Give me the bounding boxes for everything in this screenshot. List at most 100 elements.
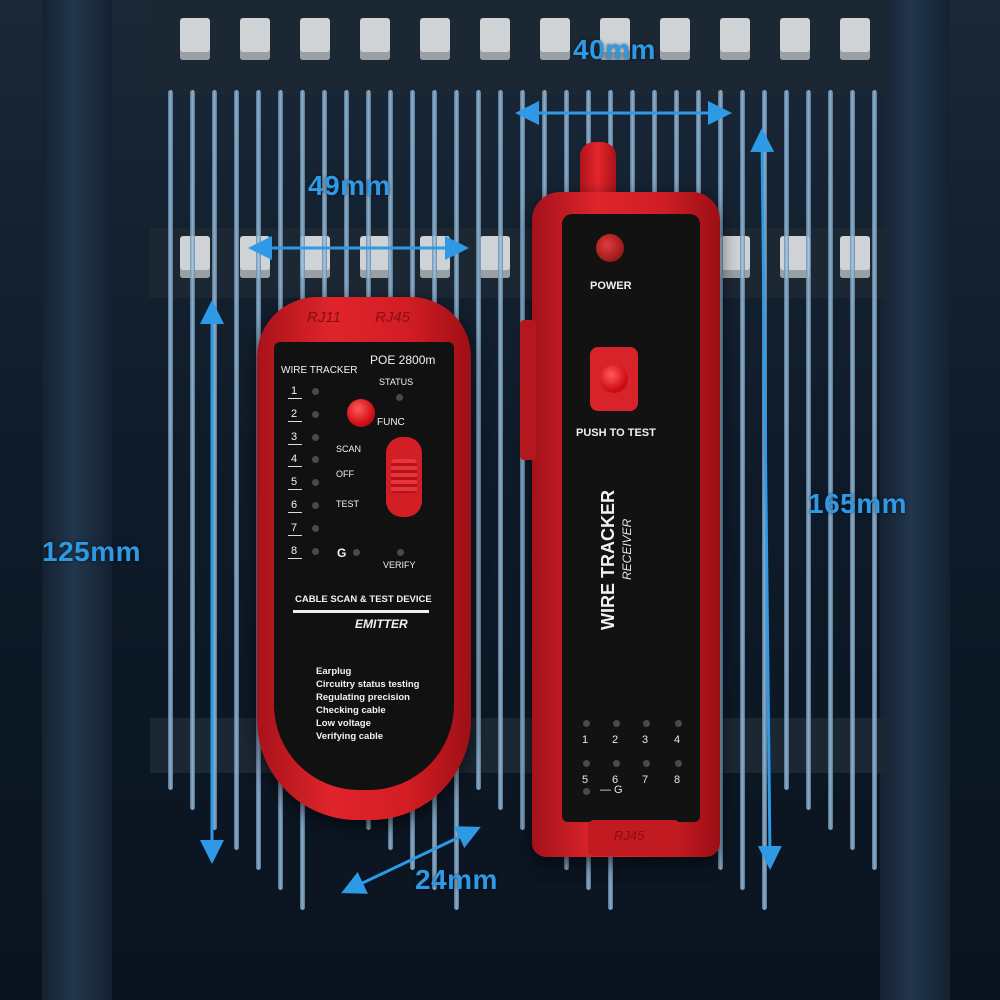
cable <box>168 90 173 790</box>
emitter-feature-item: Circuitry status testing <box>316 679 420 690</box>
emitter-channel-led <box>312 456 319 464</box>
emitter-feature-item: Low voltage <box>316 718 371 729</box>
patch-port <box>840 18 870 60</box>
push-to-test-button[interactable] <box>590 347 638 411</box>
arrow-depth <box>341 826 481 894</box>
cable <box>740 90 745 890</box>
receiver-channel-led <box>675 720 682 727</box>
status-led <box>396 394 403 401</box>
patch-port <box>480 18 510 60</box>
push-to-test-label: PUSH TO TEST <box>576 427 656 439</box>
switch-slider[interactable] <box>391 459 417 493</box>
dimension-width-emitter: 49mm <box>308 170 391 201</box>
emitter-divider <box>293 610 429 613</box>
receiver-rj45-port: RJ45 <box>588 820 680 856</box>
func-label: FUNC <box>377 417 405 428</box>
emitter-channel-number: 8 <box>291 544 298 557</box>
rack-post-left <box>42 0 112 1000</box>
emitter-channel-led <box>312 433 319 441</box>
emitter-channel-number: 1 <box>291 385 298 397</box>
cable <box>718 90 723 870</box>
receiver-ground-label: — G <box>600 784 623 796</box>
patch-port <box>240 18 270 60</box>
receiver-device: POWER PUSH TO TEST WIRE TRACKER RECEIVER… <box>520 142 720 862</box>
patch-port <box>540 18 570 60</box>
receiver-channel-led <box>613 720 620 727</box>
emitter-channel-led <box>312 479 319 487</box>
emitter-channel-underline <box>288 557 302 559</box>
receiver-channel-number: 8 <box>674 774 681 786</box>
power-led <box>596 234 624 262</box>
receiver-brand: WIRE TRACKER <box>598 490 618 630</box>
receiver-channel-number: 1 <box>582 734 589 746</box>
cable <box>828 90 833 830</box>
patch-port <box>180 236 210 278</box>
emitter-channel-underline <box>288 420 302 422</box>
cable <box>806 90 811 810</box>
rj11-port-label: RJ11 <box>307 309 341 326</box>
cable <box>872 90 877 870</box>
emitter-channel-underline <box>288 512 302 513</box>
receiver-channel-number: 2 <box>612 734 619 746</box>
emitter-feature-item: Regulating precision <box>316 692 410 703</box>
ground-led <box>353 549 360 556</box>
patch-port <box>660 18 690 60</box>
receiver-ground-led <box>583 788 590 795</box>
func-button[interactable] <box>347 399 375 427</box>
cable <box>850 90 855 850</box>
receiver-channel-led <box>643 760 650 767</box>
patch-port <box>180 18 210 60</box>
patch-port <box>720 18 750 60</box>
cable <box>520 90 525 830</box>
patch-port <box>780 18 810 60</box>
mode-switch[interactable] <box>386 437 422 517</box>
emitter-channel-led <box>312 502 319 509</box>
switch-test-label: TEST <box>336 499 360 509</box>
emitter-device-title: CABLE SCAN & TEST DEVICE <box>295 594 432 605</box>
emitter-channel-underline <box>288 534 302 536</box>
patch-port <box>420 18 450 60</box>
patch-port <box>480 236 510 278</box>
ground-label: G <box>337 546 347 560</box>
patch-port <box>600 18 630 60</box>
emitter-name: EMITTER <box>355 617 408 631</box>
receiver-role: RECEIVER <box>620 518 634 580</box>
patch-port <box>840 236 870 278</box>
emitter-channel-led <box>312 524 319 532</box>
receiver-channel-led <box>583 720 590 727</box>
emitter-brand: WIRE TRACKER <box>281 365 358 376</box>
receiver-channel-number: 7 <box>642 774 649 786</box>
receiver-channel-number: 4 <box>674 734 681 746</box>
cable <box>190 90 195 810</box>
power-label: POWER <box>590 280 632 292</box>
receiver-channel-led <box>583 760 590 767</box>
push-button-cap[interactable] <box>600 365 628 393</box>
arrow-height-receiver <box>750 128 782 870</box>
emitter-feature-item: Verifying cable <box>316 731 384 742</box>
emitter-model: POE 2800m <box>370 353 436 367</box>
dimension-height-emitter: 125mm <box>42 536 142 567</box>
receiver-channel-led <box>675 760 682 767</box>
patch-panel-top <box>150 0 890 95</box>
emitter-device: RJ11 RJ45 WIRE TRACKER POE 2800m STATUS … <box>257 297 471 820</box>
status-label: STATUS <box>379 377 414 387</box>
dimension-width-top: 40mm <box>573 34 656 65</box>
emitter-channel-led <box>312 410 319 418</box>
emitter-channel-number: 6 <box>291 499 298 511</box>
receiver-side-grip <box>520 320 536 460</box>
rj45-port-label: RJ45 <box>375 309 411 326</box>
patch-port <box>360 18 390 60</box>
receiver-channel-number: 3 <box>642 734 649 746</box>
emitter-channel-underline <box>288 443 302 445</box>
emitter-channel-number: 5 <box>291 476 298 489</box>
emitter-channel-led <box>312 388 319 395</box>
emitter-channel-number: 4 <box>291 453 298 466</box>
dimension-height-receiver: 165mm <box>808 488 908 519</box>
switch-scan-label: SCAN <box>336 444 362 454</box>
switch-off-label: OFF <box>336 469 354 479</box>
verify-label: VERIFY <box>383 560 416 570</box>
rack-post-right <box>880 0 950 1000</box>
receiver-channel-led <box>613 760 620 767</box>
